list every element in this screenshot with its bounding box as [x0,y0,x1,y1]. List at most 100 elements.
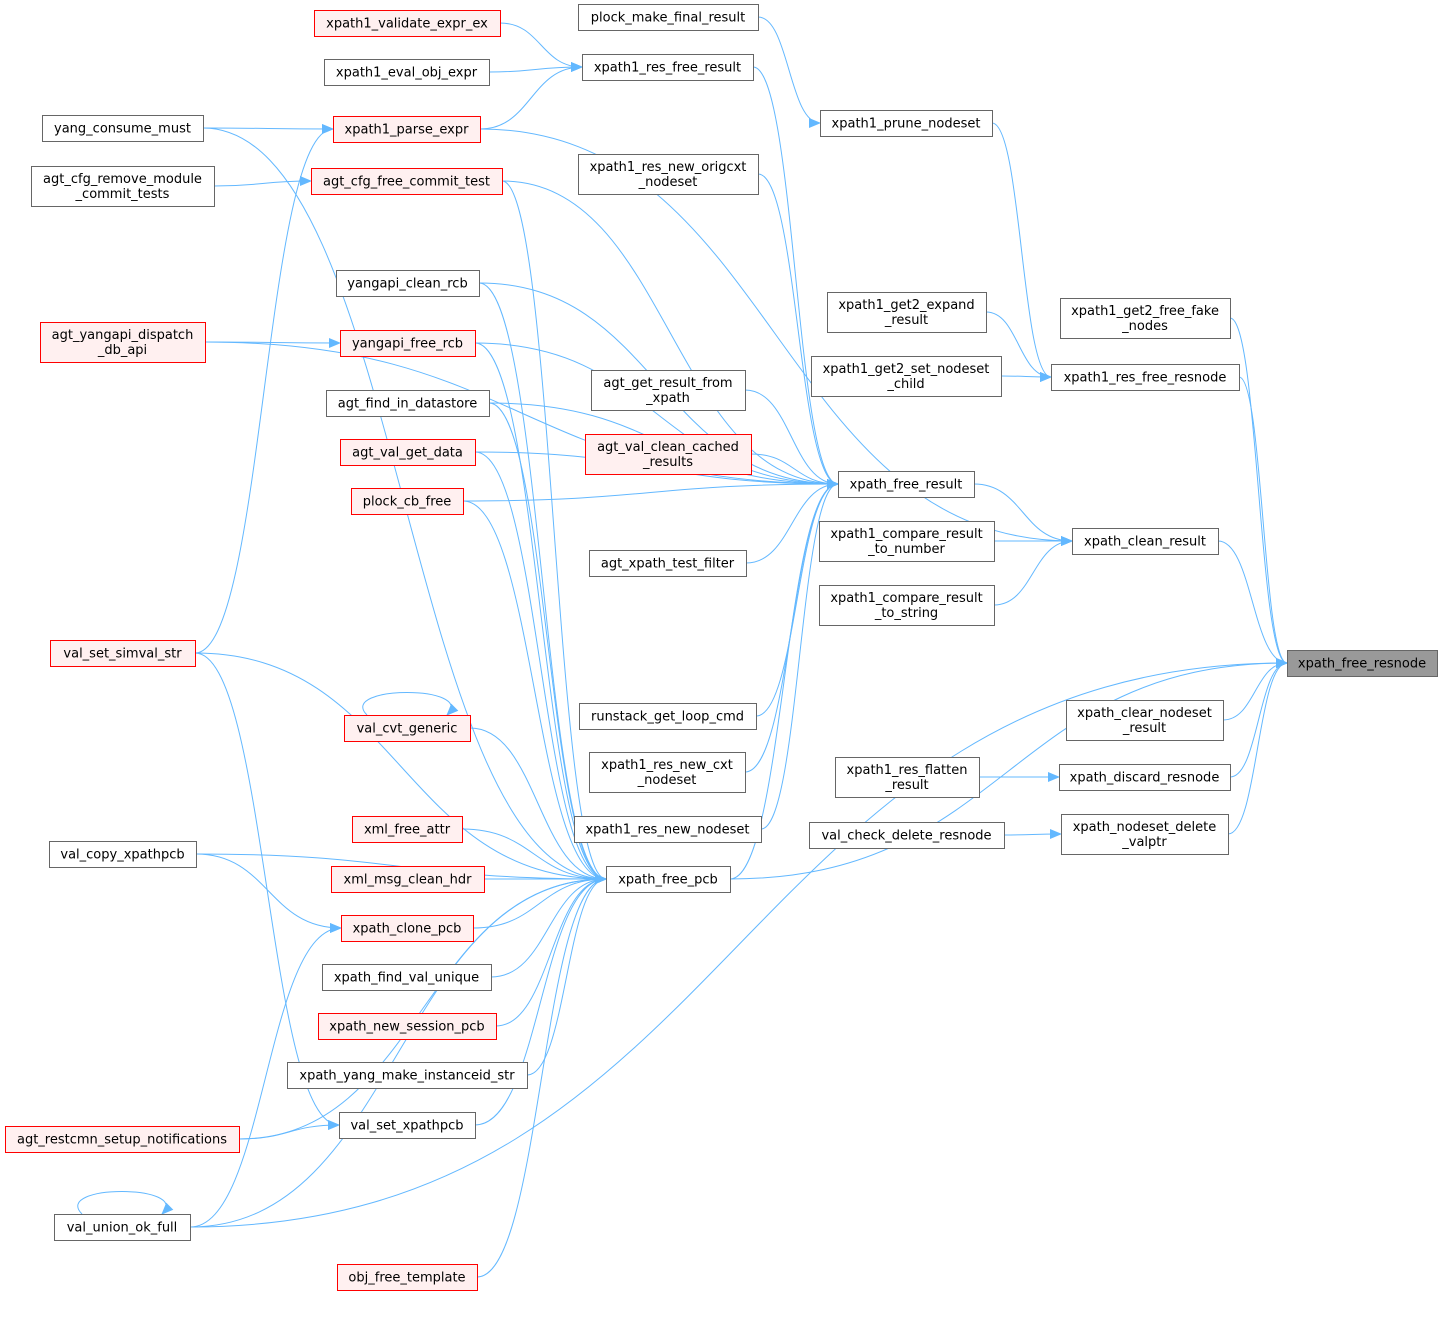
node-label-agt-cfg-remove-module-commit-tests-line-1: agt_cfg_remove_module [43,172,202,187]
node-yangapi-clean-rcb[interactable]: yangapi_clean_rcb [336,270,480,297]
node-box-xpath1-get2-expand-result [827,292,987,333]
edge-agt-yangapi-dispatch-db-api-to-xpath-free-result [204,341,839,489]
node-xpath1-res-free-resnode[interactable]: xpath1_res_free_resnode [1051,364,1240,391]
node-xpath-yang-make-instanceid-str[interactable]: xpath_yang_make_instanceid_str [287,1062,528,1089]
node-box-xpath-new-session-pcb [318,1013,497,1040]
node-label-xml-msg-clean-hdr: xml_msg_clean_hdr [344,873,473,888]
node-val-check-delete-resnode[interactable]: val_check_delete_resnode [809,822,1005,849]
node-xpath1-validate-expr-ex[interactable]: xpath1_validate_expr_ex [314,10,501,37]
node-box-plock-cb-free [351,488,464,515]
node-label-xpath1-get2-expand-result-line-2: _result [884,313,928,328]
node-box-agt-get-result-from-xpath [591,370,746,411]
node-agt-find-in-datastore[interactable]: agt_find_in_datastore [326,390,490,417]
edge-xpath-clean-result-to-xpath-free-resnode [1217,540,1288,668]
node-xpath-nodeset-delete-valptr[interactable]: xpath_nodeset_delete_valptr [1061,814,1229,855]
edge-yangapi-clean-rcb-to-xpath-free-pcb [478,282,607,884]
node-xpath-discard-resnode[interactable]: xpath_discard_resnode [1059,764,1231,791]
edge-xpath-free-pcb-to-xpath-free-resnode [729,658,1288,880]
node-xml-msg-clean-hdr[interactable]: xml_msg_clean_hdr [331,866,485,893]
edge-plock-cb-free-to-xpath-free-pcb [462,500,607,884]
node-xpath1-get2-set-nodeset-child[interactable]: xpath1_get2_set_nodeset_child [811,356,1002,397]
edge-val-union-ok-full-to-xpath-free-pcb [189,874,607,1228]
node-obj-free-template[interactable]: obj_free_template [337,1264,478,1291]
node-agt-val-get-data[interactable]: agt_val_get_data [340,439,476,466]
node-agt-restcmn-setup-notifications[interactable]: agt_restcmn_setup_notifications [5,1126,240,1153]
node-box-xml-free-attr [352,816,463,843]
edge-xpath1-parse-expr-to-xpath1-res-free-result [479,62,583,130]
node-xpath-free-resnode[interactable]: xpath_free_resnode [1287,650,1438,677]
edge-plock-cb-free-to-xpath-free-result [462,479,839,502]
node-box-agt-find-in-datastore [326,390,490,417]
node-label-agt-val-get-data: agt_val_get_data [352,446,463,461]
node-xpath1-get2-free-fake-nodes[interactable]: xpath1_get2_free_fake_nodes [1060,298,1231,339]
node-val-copy-xpathpcb[interactable]: val_copy_xpathpcb [49,841,197,868]
node-xpath1-eval-obj-expr[interactable]: xpath1_eval_obj_expr [324,59,490,86]
node-box-plock-make-final-result [578,4,759,31]
node-label-xpath-free-pcb: xpath_free_pcb [618,873,718,888]
node-box-xpath-discard-resnode [1059,764,1231,791]
node-box-xpath-free-pcb [606,866,731,893]
node-xpath-free-pcb[interactable]: xpath_free_pcb [606,866,731,893]
edge-agt-cfg-free-commit-test-to-xpath-free-result [501,180,839,489]
node-xpath1-compare-result-to-string[interactable]: xpath1_compare_result_to_string [819,585,995,626]
node-label-yangapi-free-rcb: yangapi_free_rcb [352,337,463,352]
node-label-xpath-clean-result: xpath_clean_result [1084,535,1206,550]
node-plock-make-final-result[interactable]: plock_make_final_result [578,4,759,31]
node-label-agt-yangapi-dispatch-db-api-line-1: agt_yangapi_dispatch [52,328,194,343]
node-label-yangapi-clean-rcb: yangapi_clean_rcb [347,277,467,292]
node-box-xpath-find-val-unique [322,964,492,991]
node-box-obj-free-template [337,1264,478,1291]
edge-yang-consume-must-to-xpath1-parse-expr [202,123,334,134]
node-val-cvt-generic[interactable]: val_cvt_generic [344,715,471,742]
node-xpath1-res-free-result[interactable]: xpath1_res_free_result [582,54,754,81]
node-agt-get-result-from-xpath[interactable]: agt_get_result_from_xpath [591,370,746,411]
node-label-agt-yangapi-dispatch-db-api-line-2: _db_api [97,343,147,358]
edge-xpath-find-val-unique-to-xpath-free-pcb [490,874,607,978]
node-label-xpath1-compare-result-to-string-line-1: xpath1_compare_result [830,591,982,606]
node-label-val-set-xpathpcb: val_set_xpathpcb [350,1119,463,1134]
edge-obj-free-template-to-xpath-free-pcb [476,874,607,1278]
node-xpath-clean-result[interactable]: xpath_clean_result [1072,528,1219,555]
node-xpath1-res-new-origcxt-nodeset[interactable]: xpath1_res_new_origcxt_nodeset [578,154,759,195]
node-xpath1-res-flatten-result[interactable]: xpath1_res_flatten_result [835,757,980,798]
node-val-set-xpathpcb[interactable]: val_set_xpathpcb [339,1112,476,1139]
edge-agt-val-get-data-to-xpath-free-pcb [474,451,607,884]
node-label-agt-xpath-test-filter: agt_xpath_test_filter [601,557,735,572]
node-box-agt-val-clean-cached-results [585,434,752,475]
edge-xpath-free-result-to-xpath-clean-result [973,483,1073,546]
edge-agt-val-clean-cached-results-to-xpath-free-result [750,453,839,489]
node-label-xpath1-compare-result-to-string-line-2: _to_string [874,606,938,621]
node-xpath1-get2-expand-result[interactable]: xpath1_get2_expand_result [827,292,987,333]
node-xpath-free-result[interactable]: xpath_free_result [838,471,975,498]
node-label-xpath1-res-new-cxt-nodeset-line-1: xpath1_res_new_cxt [601,758,733,773]
node-xpath-new-session-pcb[interactable]: xpath_new_session_pcb [318,1013,497,1040]
node-box-xpath1-eval-obj-expr [324,59,490,86]
node-xpath-find-val-unique[interactable]: xpath_find_val_unique [322,964,492,991]
node-agt-yangapi-dispatch-db-api[interactable]: agt_yangapi_dispatch_db_api [40,322,206,363]
node-box-val-union-ok-full [54,1214,191,1241]
node-box-runstack-get-loop-cmd [579,703,757,730]
node-xpath-clear-nodeset-result[interactable]: xpath_clear_nodeset_result [1066,700,1224,741]
node-xpath1-parse-expr[interactable]: xpath1_parse_expr [333,116,481,143]
node-agt-cfg-free-commit-test[interactable]: agt_cfg_free_commit_test [311,168,503,195]
node-label-xpath-free-resnode: xpath_free_resnode [1298,657,1426,672]
node-box-xpath1-get2-set-nodeset-child [811,356,1002,397]
node-box-xpath-free-result [838,471,975,498]
node-agt-val-clean-cached-results[interactable]: agt_val_clean_cached_results [585,434,752,475]
node-label-xpath-find-val-unique: xpath_find_val_unique [334,971,479,986]
node-xpath1-res-new-nodeset[interactable]: xpath1_res_new_nodeset [574,816,762,843]
node-runstack-get-loop-cmd[interactable]: runstack_get_loop_cmd [579,703,757,730]
node-agt-xpath-test-filter[interactable]: agt_xpath_test_filter [589,550,747,577]
node-xml-free-attr[interactable]: xml_free_attr [352,816,463,843]
node-val-union-ok-full[interactable]: val_union_ok_full [54,1214,191,1241]
node-label-xpath-clone-pcb: xpath_clone_pcb [353,922,462,937]
node-yangapi-free-rcb[interactable]: yangapi_free_rcb [340,330,476,357]
node-yang-consume-must[interactable]: yang_consume_must [42,115,204,142]
node-xpath-clone-pcb[interactable]: xpath_clone_pcb [341,915,474,942]
node-plock-cb-free[interactable]: plock_cb_free [351,488,464,515]
node-xpath1-prune-nodeset[interactable]: xpath1_prune_nodeset [820,110,993,137]
node-agt-cfg-remove-module-commit-tests[interactable]: agt_cfg_remove_module_commit_tests [31,166,215,207]
node-val-set-simval-str[interactable]: val_set_simval_str [50,640,196,667]
node-xpath1-res-new-cxt-nodeset[interactable]: xpath1_res_new_cxt_nodeset [589,752,746,793]
node-xpath1-compare-result-to-number[interactable]: xpath1_compare_result_to_number [819,521,995,562]
